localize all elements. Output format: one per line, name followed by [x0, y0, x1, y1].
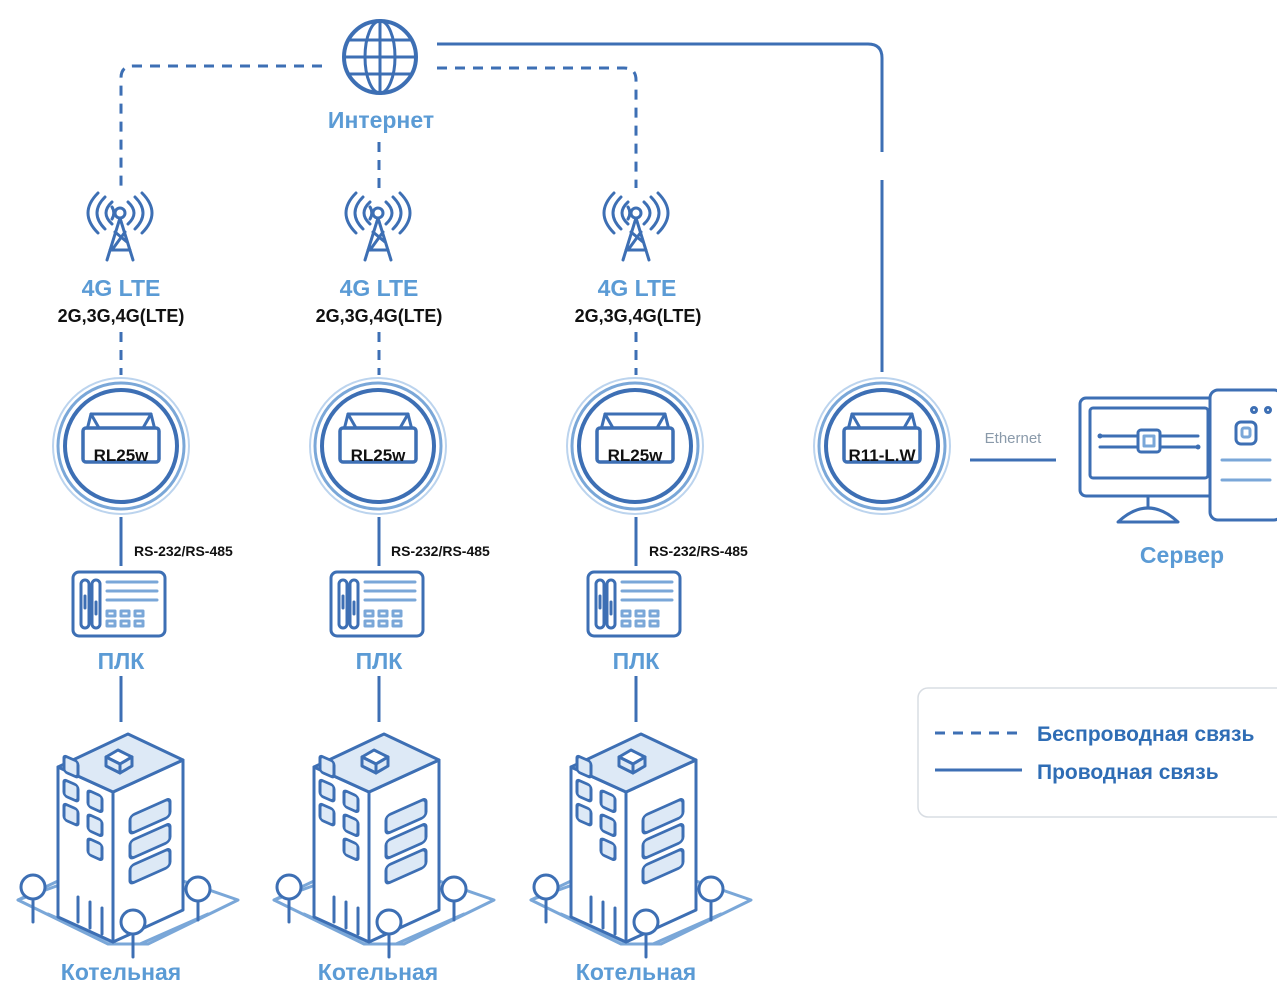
- site-label: Котельная: [61, 959, 181, 985]
- internet-label: Интернет: [328, 107, 434, 133]
- interface-label: RS-232/RS-485: [134, 543, 233, 559]
- cell-tower-icon: [86, 191, 154, 262]
- server-computer-icon: [1078, 388, 1277, 524]
- wireless-link-left: [119, 64, 322, 188]
- bands-label: 2G,3G,4G(LTE): [58, 306, 185, 326]
- building-icon: [272, 732, 496, 959]
- server-label: Сервер: [1140, 542, 1224, 568]
- cell-tower-icon: [602, 191, 670, 262]
- wireless-link-right: [437, 66, 638, 188]
- cell-tower-icon: [344, 191, 412, 262]
- legend-wired-label: Проводная связь: [1037, 761, 1219, 784]
- bands-label: 2G,3G,4G(LTE): [575, 306, 702, 326]
- plc-label: ПЛК: [98, 648, 146, 674]
- globe-icon: [342, 19, 418, 95]
- plc-label: ПЛК: [356, 648, 404, 674]
- server-router-label: R11-L.W: [848, 446, 916, 465]
- router-model-label: RL25w: [608, 446, 664, 465]
- plc-icon: [329, 570, 425, 638]
- network-label: 4G LTE: [598, 275, 677, 301]
- legend-wireless-label: Беспроводная связь: [1037, 723, 1254, 746]
- site-label: Котельная: [576, 959, 696, 985]
- interface-label: RS-232/RS-485: [649, 543, 748, 559]
- network-label: 4G LTE: [340, 275, 419, 301]
- plc-icon: [586, 570, 682, 638]
- interface-label: RS-232/RS-485: [391, 543, 490, 559]
- plc-icon: [71, 570, 167, 638]
- network-label: 4G LTE: [82, 275, 161, 301]
- building-icon: [16, 732, 240, 959]
- legend: Беспроводная связь Проводная связь: [917, 687, 1277, 818]
- plc-label: ПЛК: [613, 648, 661, 674]
- bands-label: 2G,3G,4G(LTE): [316, 306, 443, 326]
- router-model-label: RL25w: [94, 446, 150, 465]
- site-label: Котельная: [318, 959, 438, 985]
- router-model-label: RL25w: [351, 446, 407, 465]
- ethernet-label: Ethernet: [985, 430, 1043, 447]
- building-icon: [529, 732, 753, 959]
- wired-link-internet-server: [437, 42, 884, 152]
